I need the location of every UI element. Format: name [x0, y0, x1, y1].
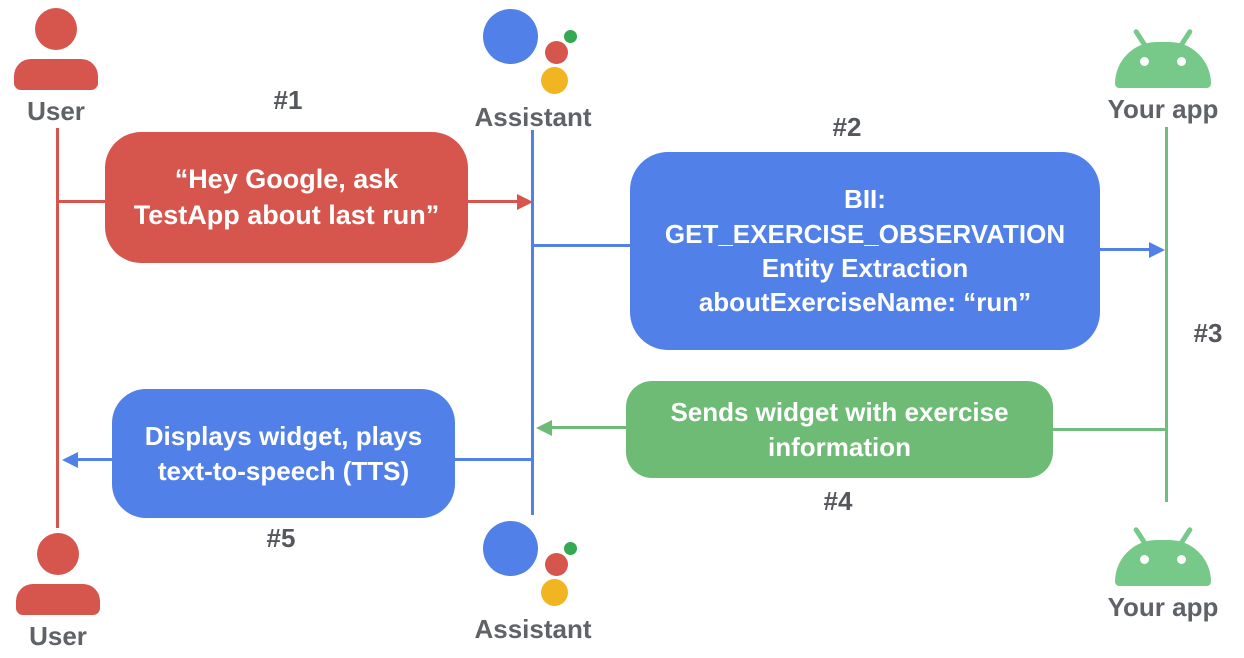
assistant-lifeline	[531, 130, 534, 515]
actor-label-user-top: User	[27, 96, 85, 126]
android-robot-icon	[1115, 526, 1211, 586]
step-label-3: #3	[1193, 318, 1223, 348]
arrowhead-left-green	[536, 420, 552, 436]
android-eye	[1177, 555, 1186, 564]
user-lifeline	[56, 128, 59, 528]
actor-assistant-bottom: Assistant	[474, 520, 592, 645]
google-assistant-logo-icon	[481, 8, 585, 96]
message-box-5: Displays widget, plays text-to-speech (T…	[112, 389, 455, 518]
step-label-5: #5	[266, 523, 296, 553]
android-head	[1115, 42, 1211, 88]
connector-app-to-box4	[1053, 428, 1166, 431]
assistant-yellow-dot	[541, 67, 568, 94]
actor-app-top: Your app	[1108, 28, 1218, 125]
android-eye	[1140, 57, 1149, 66]
actor-user-top: User	[14, 8, 98, 127]
person-head	[35, 8, 77, 50]
connector-box1-to-assistant	[468, 200, 519, 203]
assistant-blue-dot	[483, 521, 538, 576]
person-icon	[14, 8, 98, 90]
assistant-green-dot	[564, 30, 577, 43]
step-label-4: #4	[823, 486, 853, 516]
person-body	[16, 584, 100, 615]
person-head	[37, 533, 79, 575]
app-lifeline	[1165, 127, 1168, 502]
assistant-red-dot	[545, 553, 568, 576]
android-robot-icon	[1115, 28, 1211, 88]
connector-box2-to-app	[1100, 248, 1151, 251]
connector-assistant-to-box2	[533, 244, 630, 247]
actor-label-app-bottom: Your app	[1107, 592, 1219, 622]
actor-label-assistant-bottom: Assistant	[474, 614, 592, 644]
message-box-1: “Hey Google, ask TestApp about last run”	[105, 132, 468, 263]
arrowhead-right-red	[517, 194, 533, 210]
actor-assistant-top: Assistant	[474, 8, 592, 133]
actor-label-assistant-top: Assistant	[474, 102, 592, 132]
assistant-red-dot	[545, 41, 568, 64]
actor-user-bottom: User	[16, 533, 100, 652]
actor-app-bottom: Your app	[1108, 526, 1218, 623]
assistant-yellow-dot	[541, 579, 568, 606]
android-eye	[1140, 555, 1149, 564]
step-label-2: #2	[832, 112, 862, 142]
android-eye	[1177, 57, 1186, 66]
actor-label-app-top: Your app	[1107, 94, 1219, 124]
connector-assistant-to-box5	[455, 458, 532, 461]
arrowhead-left-blue	[62, 452, 78, 468]
message-box-2: BII: GET_EXERCISE_OBSERVATION Entity Ext…	[630, 152, 1100, 350]
google-assistant-logo-icon	[481, 520, 585, 608]
assistant-blue-dot	[483, 9, 538, 64]
assistant-green-dot	[564, 542, 577, 555]
connector-box4-to-assistant	[552, 426, 626, 429]
message-box-4: Sends widget with exercise information	[626, 381, 1053, 478]
person-body	[14, 59, 98, 90]
android-head	[1115, 540, 1211, 586]
step-label-1: #1	[273, 85, 303, 115]
connector-box5-to-user	[78, 458, 112, 461]
person-icon	[16, 533, 100, 615]
actor-label-user-bottom: User	[29, 621, 87, 651]
arrowhead-right-blue	[1149, 242, 1165, 258]
connector-user-to-box1	[58, 200, 106, 203]
